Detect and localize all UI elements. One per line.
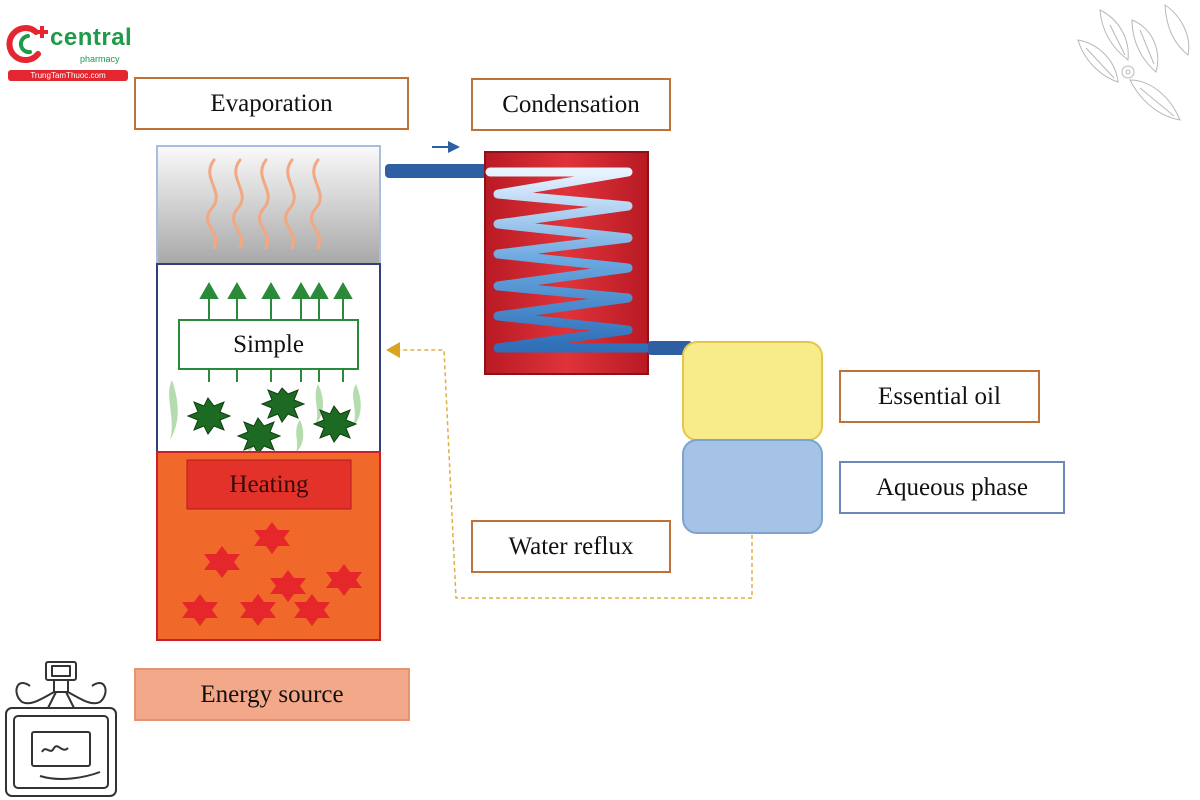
reflux-arrow-icon — [386, 342, 400, 358]
aqueous-phase-label: Aqueous phase — [839, 461, 1065, 514]
logo-site-text: TrungTamThuoc.com — [8, 70, 128, 81]
simple-label-box — [178, 319, 359, 370]
simple-label: Simple — [233, 330, 304, 358]
aqueous-phase-layer — [682, 439, 823, 534]
perfume-bottle-icon — [5, 661, 117, 797]
condensation-label: Condensation — [471, 78, 671, 131]
vapor-wave-icons — [206, 158, 322, 250]
condenser-coil — [485, 167, 655, 353]
floral-decoration-icon — [1077, 4, 1190, 121]
water-reflux-label: Water reflux — [471, 520, 671, 573]
brand-logo[interactable]: central pharmacy TrungTamThuoc.com — [6, 20, 133, 82]
evaporation-label: Evaporation — [134, 77, 409, 130]
essential-oil-label: Essential oil — [839, 370, 1040, 423]
distillate-pipe — [648, 341, 692, 355]
vapor-chamber — [156, 145, 381, 265]
heating-label: Heating — [229, 470, 309, 498]
energy-source-label: Energy source — [134, 668, 410, 721]
water-reflux-path — [400, 349, 753, 599]
vapor-pipe — [385, 164, 487, 178]
heating-label-box — [186, 459, 352, 510]
logo-brand-text: central — [50, 24, 133, 51]
essential-oil-layer — [682, 341, 823, 441]
flame-star-icons — [182, 522, 362, 626]
vapor-flow-arrow-icon — [432, 141, 460, 153]
logo-mark-icon — [6, 25, 48, 64]
logo-sub-text: pharmacy — [80, 54, 120, 64]
